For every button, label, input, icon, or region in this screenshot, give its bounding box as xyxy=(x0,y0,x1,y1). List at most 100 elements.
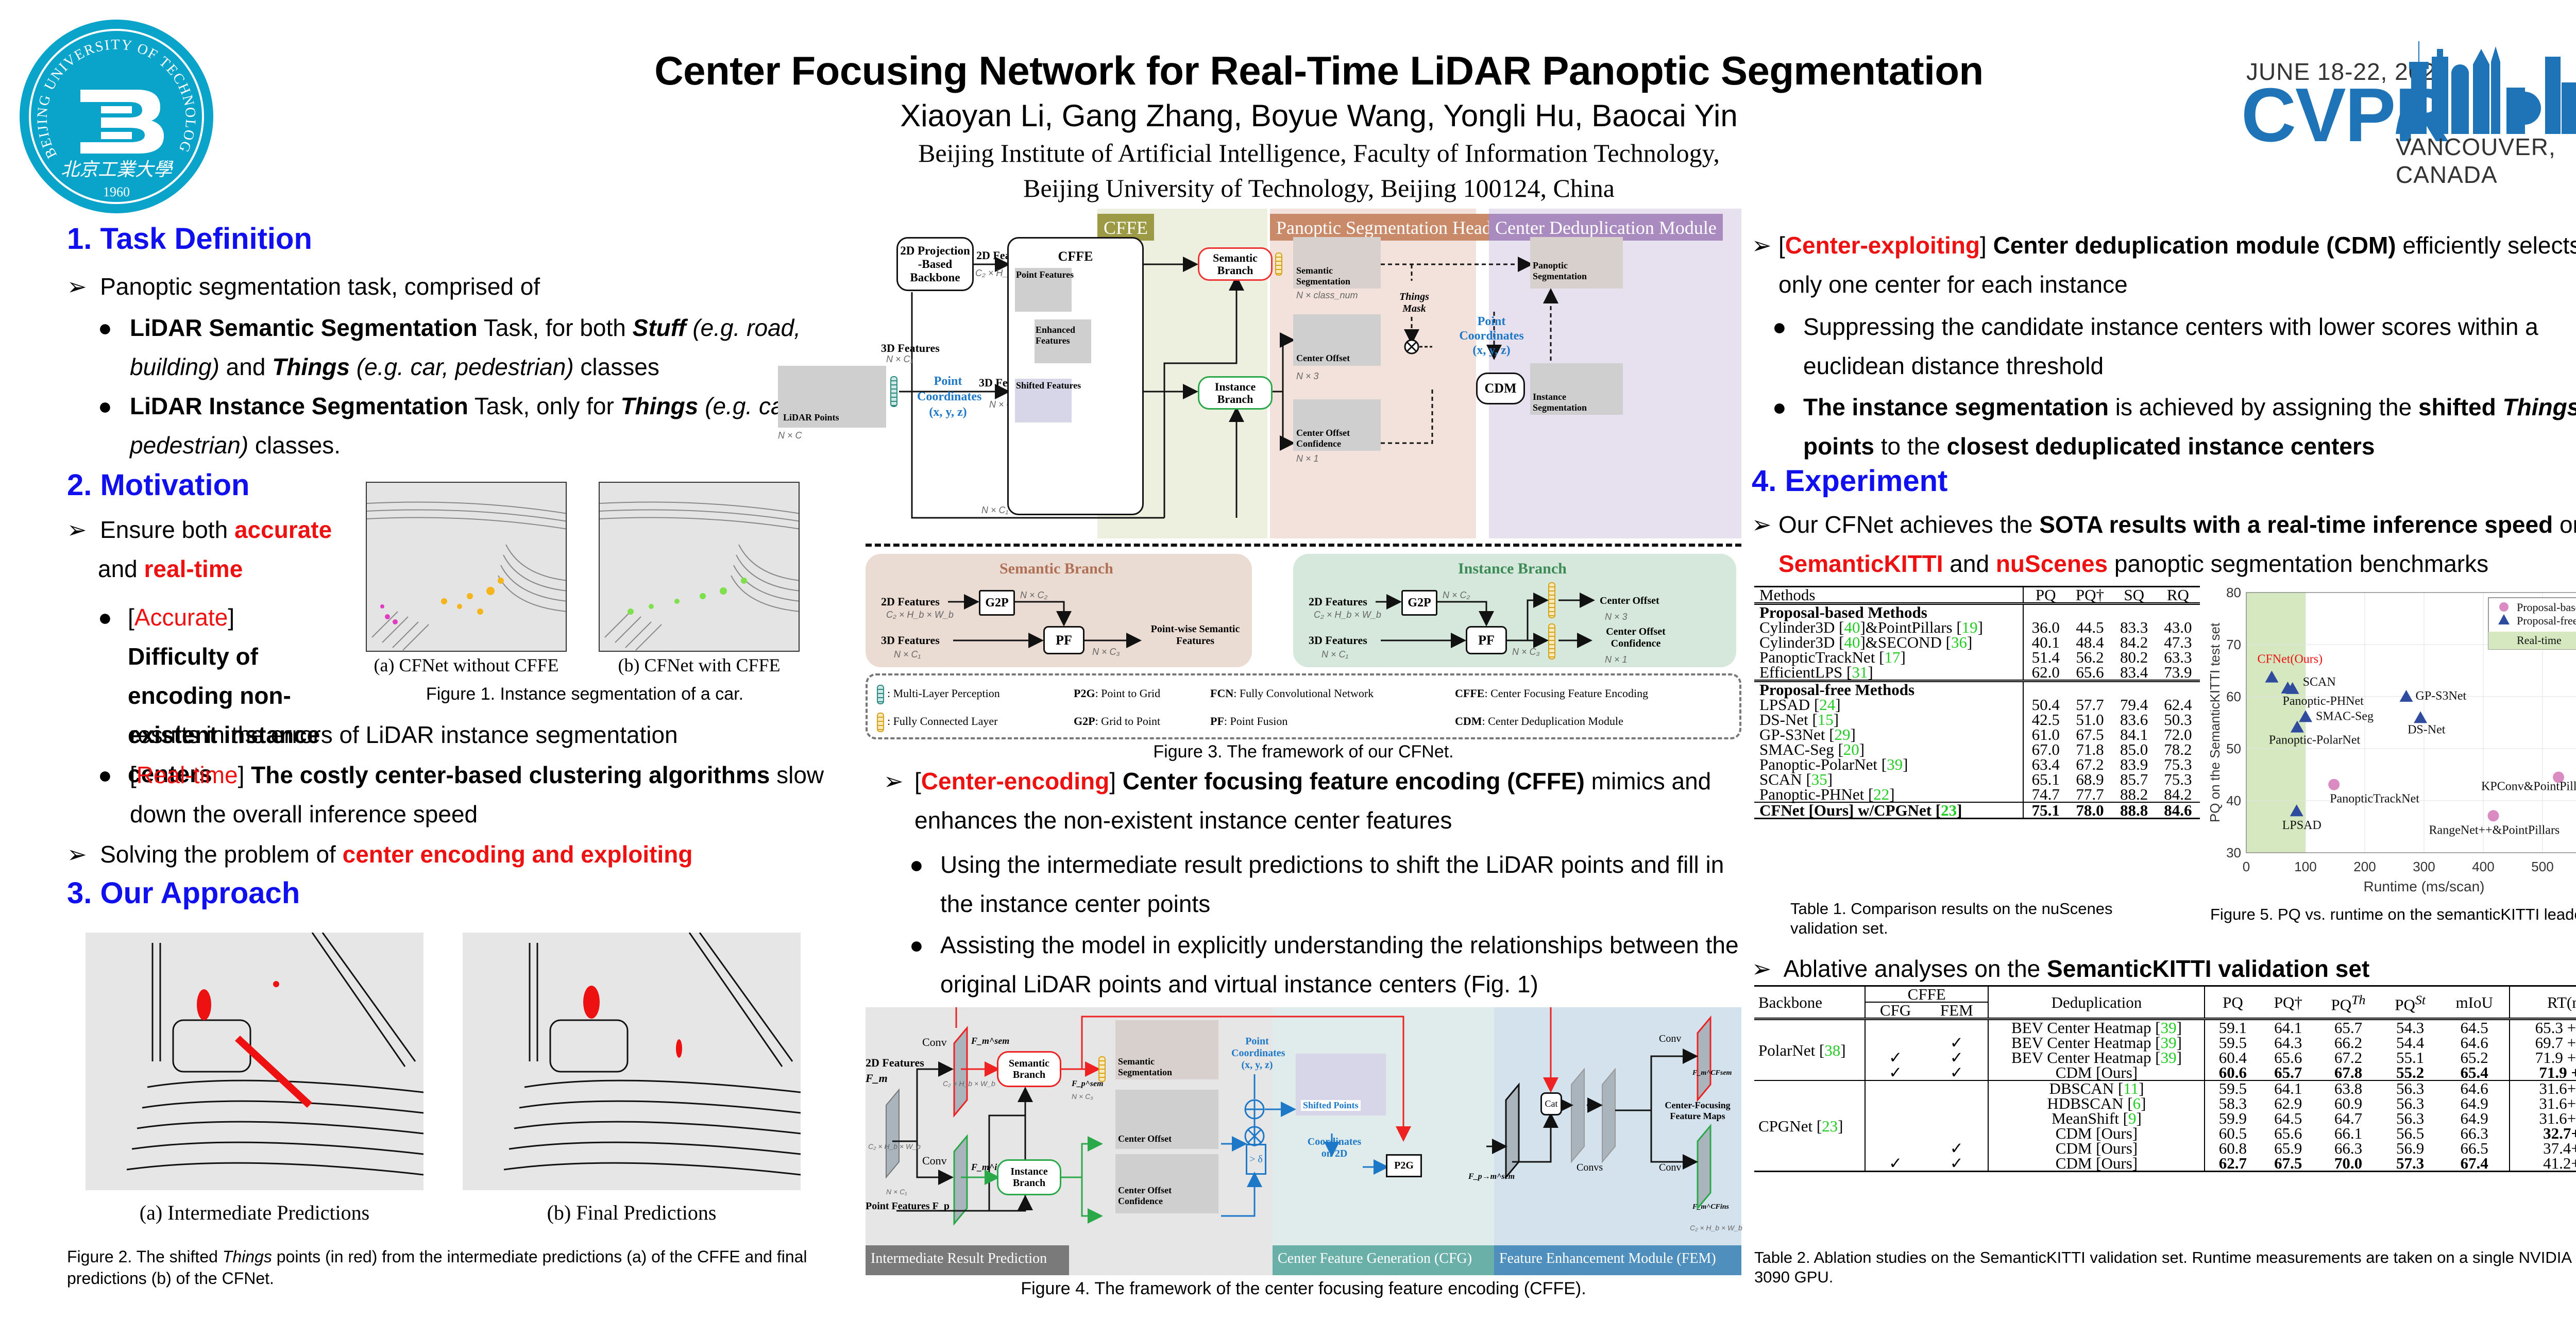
section-task-definition-heading: 1. Task Definition xyxy=(67,222,312,256)
x-tick-label: 0 xyxy=(2243,859,2250,874)
table2-value: 67.5 xyxy=(2274,1154,2302,1172)
table2-backbone: CPGNet [23] xyxy=(1754,1080,1866,1172)
y-tick-label: 30 xyxy=(2226,845,2241,860)
center-exploiting-point: ➢ [Center-exploiting] Center deduplicati… xyxy=(1752,226,2576,304)
fig4-label-cfg: Center Feature Generation (CFG) xyxy=(1273,1245,1494,1275)
table2-header-cffe: CFFE xyxy=(1865,986,1989,1003)
table1-value: 62.0 xyxy=(2031,663,2060,681)
table1-container: Methods PQ PQ† SQ RQ Proposal-based Meth… xyxy=(1754,586,2200,937)
table2-backbone: PolarNet [38] xyxy=(1754,1019,1866,1080)
table2-header-pqd: PQ† xyxy=(2274,993,2302,1011)
table2-value: 59.1 xyxy=(2218,1019,2247,1037)
dot-bullet-icon: ● xyxy=(98,393,112,419)
table2-value: 60.9 xyxy=(2334,1094,2363,1112)
table2-dedup: CDM [Ours] xyxy=(1988,1155,2206,1172)
fig4-label-center-offset-conf: Center Offset Confidence xyxy=(1118,1185,1172,1206)
fig4-label-conv-sem: Conv xyxy=(922,1036,947,1049)
arrow-bullet-icon: ➢ xyxy=(884,768,904,794)
legend-fcl: : Fully Connected Layer xyxy=(887,715,998,728)
table2-runtime: 31.6+48.7 xyxy=(2539,1094,2576,1112)
table2-cfg-check xyxy=(1865,1080,1925,1096)
bjut-emblem-icon: BEIJING UNIVERSITY OF TECHNOLOGY 北京工業大學 … xyxy=(13,6,213,213)
point-label: RangeNet++&PointPillars xyxy=(2429,823,2560,837)
ins-detail-3d-label: 3D Features xyxy=(1309,634,1367,647)
table2-header-dedup: Deduplication xyxy=(1988,986,2206,1019)
figure4-cffe-framework: Intermediate Result Prediction Center Fe… xyxy=(866,1007,1742,1275)
lidar-points-image xyxy=(778,366,886,428)
table2-fem-check: ✓ xyxy=(1925,1140,1989,1156)
section-motivation-heading: 2. Motivation xyxy=(67,468,250,502)
dim-center-offset-conf: N × 1 xyxy=(1296,453,1319,464)
figure3-caption: Figure 3. The framework of our CFNet. xyxy=(1153,742,1454,762)
table1-value: 84.1 xyxy=(2120,725,2148,743)
table1-empty-cell xyxy=(2156,604,2200,620)
x-axis-label: Runtime (ms/scan) xyxy=(2364,878,2485,894)
legend-proposal-free-marker xyxy=(2498,614,2510,624)
table2-value: 64.9 xyxy=(2439,1110,2510,1126)
table1-value: 67.5 xyxy=(2076,725,2104,743)
table2-fem-check: ✓ xyxy=(1925,1035,1989,1051)
table2-header-row-1: Backbone CFFE Deduplication PQ PQ† PQTh … xyxy=(1754,986,2576,1019)
table1-empty-cell xyxy=(2023,604,2067,620)
table2-runtime: 31.6+84.6 xyxy=(2539,1109,2576,1127)
table2-cfg-check xyxy=(1865,1096,1925,1111)
semantic-branch-box: Semantic Branch xyxy=(1198,247,1273,281)
table2-header-rt: RT(ms) xyxy=(2547,993,2576,1011)
table1-value: 50.3 xyxy=(2164,711,2192,729)
fig4-label-cf-maps: Center-Focusing Feature Maps xyxy=(1665,1100,1731,1121)
table1-header: SQ xyxy=(2124,586,2144,604)
table2-cfg-check xyxy=(1865,1141,1925,1156)
figure3-divider xyxy=(866,544,1741,547)
fcl-icon xyxy=(1548,623,1555,660)
arrow-bullet-icon: ➢ xyxy=(1752,955,1772,982)
fig4-label-center-offset: Center Offset xyxy=(1118,1134,1172,1144)
band-label-panoptic-head: Panoptic Segmentation Head xyxy=(1270,214,1498,241)
fig4-dim-nc3: N × C₃ xyxy=(1072,1092,1093,1101)
task-intro: ➢ Panoptic segmentation task, comprised … xyxy=(67,273,540,300)
task-bullet-instance: ● LiDAR Instance Segmentation Task, only… xyxy=(98,386,840,465)
mlp-icon xyxy=(890,376,897,407)
center-exploiting-bullet-1: ● Suppressing the candidate instance cen… xyxy=(1772,307,2576,385)
label-center-offset: Center Offset xyxy=(1296,353,1350,363)
table1-value: 88.2 xyxy=(2120,785,2148,803)
legend-label-proposal-free: Proposal-free xyxy=(2517,614,2576,627)
table2-value: 67.4 xyxy=(2439,1155,2510,1172)
table1-value: 47.3 xyxy=(2164,633,2192,651)
table1-empty-cell xyxy=(2023,681,2067,698)
dot-bullet-icon: ● xyxy=(98,762,112,788)
table2-value: 65.7 xyxy=(2334,1019,2363,1037)
table1-value: 67.0 xyxy=(2031,740,2060,758)
table1-value: 88.8 xyxy=(2120,801,2148,819)
logo-year: 1960 xyxy=(103,184,130,199)
ins-detail-3d-dim: N × C₁ xyxy=(1321,649,1349,660)
x-tick-label: 200 xyxy=(2353,859,2376,874)
figure1-image-a xyxy=(366,482,567,652)
table1-value: 75.3 xyxy=(2164,755,2192,773)
table2-value: 59.9 xyxy=(2218,1109,2247,1127)
dim-3d-features-bottom: N × C₁ xyxy=(981,505,1009,515)
fig4-label-fcfsem-visible: F_m^CFsem xyxy=(1692,1069,1732,1077)
table1-value: 65.6 xyxy=(2076,663,2104,681)
table2-value: 59.5 xyxy=(2218,1034,2247,1052)
table1-value: 71.8 xyxy=(2076,740,2104,758)
label-point-features: Point Features xyxy=(1016,269,1074,280)
figure1-image-b xyxy=(599,482,800,652)
table2-value: 55.2 xyxy=(2396,1063,2425,1081)
point-label: DS-Net xyxy=(2408,723,2446,736)
table1-value: 63.3 xyxy=(2164,648,2192,666)
table2-value: 64.1 xyxy=(2274,1079,2302,1097)
label-center-offset-conf: Center Offset Confidence xyxy=(1296,428,1350,449)
table1-empty-cell xyxy=(2112,604,2156,620)
motivation-bullet-realtime: ● [Real-time] The costly center-based cl… xyxy=(98,755,850,834)
lidar-scan-a-icon xyxy=(367,501,566,651)
table2-dedup: MeanShift [9] xyxy=(1988,1110,2206,1126)
table2-fem-check: ✓ xyxy=(1925,1155,1989,1172)
fig4-label-coords-2d: Coordinates on 2D xyxy=(1307,1136,1362,1159)
center-encoding-bullet-1: ● Using the intermediate result predicti… xyxy=(909,845,1739,923)
table2-row: MeanShift [9]59.964.564.756.364.931.6+84… xyxy=(1754,1109,2576,1127)
table2-value: 65.2 xyxy=(2439,1050,2510,1066)
dot-bullet-icon: ● xyxy=(1772,313,1787,340)
